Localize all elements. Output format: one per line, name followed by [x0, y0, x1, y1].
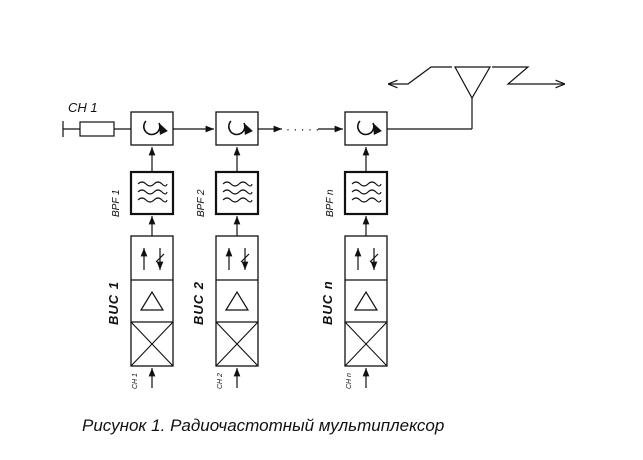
buc-box	[215, 235, 259, 367]
filter-icon	[351, 181, 382, 203]
radiation-left	[388, 66, 452, 84]
up-down-icon	[225, 247, 250, 270]
circulator-2	[215, 111, 259, 146]
channel-input-label: CH 2	[217, 373, 224, 389]
up-down-icon	[140, 247, 165, 270]
buc-label: BUC n	[320, 280, 335, 325]
antenna-feed	[387, 66, 492, 130]
bpf-box	[129, 170, 175, 216]
channel-input-label: CH 1	[132, 373, 139, 389]
mixer-icon	[130, 321, 174, 367]
bpf-label: BPF 1	[111, 189, 122, 217]
bpf-label: BPF 2	[196, 189, 207, 217]
amplifier-icon	[224, 290, 250, 311]
chain-ellipsis: · · · · ·	[286, 122, 319, 136]
channel-1: BPF 1 BUC 1 CH 1	[106, 147, 175, 389]
bpf-box	[343, 170, 389, 216]
circulator-n	[344, 111, 388, 146]
filter-icon	[137, 181, 168, 203]
radiation-right	[492, 66, 565, 84]
buc-label: BUC 1	[106, 281, 121, 325]
amplifier-icon	[139, 290, 165, 311]
circulator-1	[130, 111, 174, 146]
source-load	[62, 121, 131, 137]
channel-n: BPF n BUC n CH n	[320, 147, 389, 389]
source-label: CH 1	[68, 100, 98, 115]
up-down-icon	[354, 247, 379, 270]
buc-box	[130, 235, 174, 367]
buc-label: BUC 2	[191, 281, 206, 325]
mixer-icon	[215, 321, 259, 367]
channel-2: BPF 2 BUC 2 CH 2	[191, 147, 260, 389]
filter-icon	[222, 181, 253, 203]
figure-caption: Рисунок 1. Радиочастотный мультиплексор	[82, 416, 444, 435]
bpf-label: BPF n	[325, 189, 336, 217]
channel-input-label: CH n	[346, 373, 353, 389]
buc-box	[344, 235, 388, 367]
amplifier-icon	[353, 290, 379, 311]
mixer-icon	[344, 321, 388, 367]
bpf-box	[214, 170, 260, 216]
